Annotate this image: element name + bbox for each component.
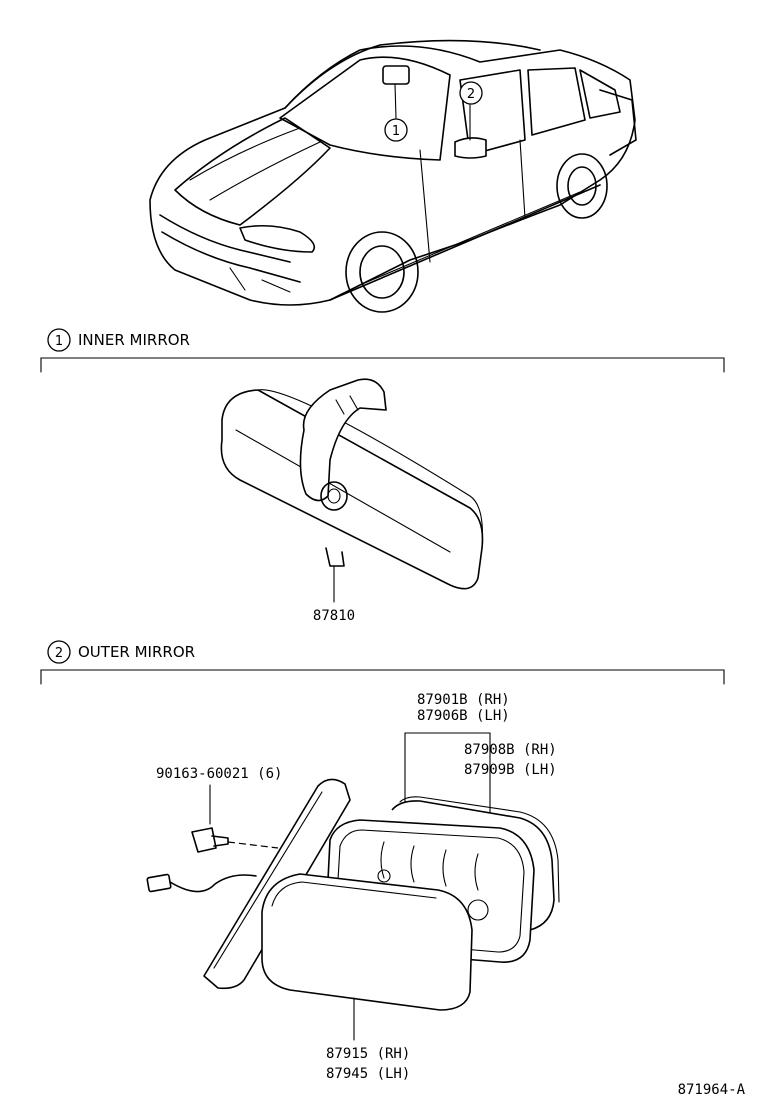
svg-text:1: 1 bbox=[392, 124, 400, 139]
part-90163-60021-label: 90163-60021 (6) bbox=[156, 766, 282, 782]
part-87906b-label: 87906B (LH) bbox=[417, 708, 510, 724]
part-87810-label: 87810 bbox=[313, 608, 355, 624]
diagram-id: 871964-A bbox=[678, 1082, 746, 1098]
section-outer-bracket bbox=[40, 669, 725, 685]
svg-text:1: 1 bbox=[55, 334, 63, 349]
section-inner-bracket bbox=[40, 357, 725, 373]
part-87901b-label: 87901B (RH) bbox=[417, 692, 510, 708]
svg-text:INNER MIRROR: INNER MIRROR bbox=[78, 331, 190, 349]
svg-text:2: 2 bbox=[467, 87, 475, 102]
svg-text:OUTER MIRROR: OUTER MIRROR bbox=[78, 643, 195, 661]
part-87915-label: 87915 (RH) bbox=[326, 1046, 410, 1062]
inner-mirror-marker-icon bbox=[382, 65, 410, 85]
bracket-leader-87901b bbox=[404, 732, 491, 816]
section-outer-mirror-heading: 2 OUTER MIRROR bbox=[47, 640, 195, 664]
inner-mirror-drawing bbox=[220, 378, 484, 603]
part-87909b-label: 87909B (LH) bbox=[464, 762, 557, 778]
callout-2: 2 bbox=[459, 81, 483, 105]
outer-mirror-marker-icon bbox=[454, 137, 487, 159]
section-inner-mirror-heading: 1 INNER MIRROR bbox=[47, 328, 190, 352]
part-87945-label: 87945 (LH) bbox=[326, 1066, 410, 1082]
car-illustration bbox=[149, 39, 637, 313]
part-87908b-label: 87908B (RH) bbox=[464, 742, 557, 758]
svg-text:2: 2 bbox=[55, 646, 63, 661]
callout-1: 1 bbox=[384, 118, 408, 142]
outer-mirror-drawing bbox=[146, 778, 560, 1041]
